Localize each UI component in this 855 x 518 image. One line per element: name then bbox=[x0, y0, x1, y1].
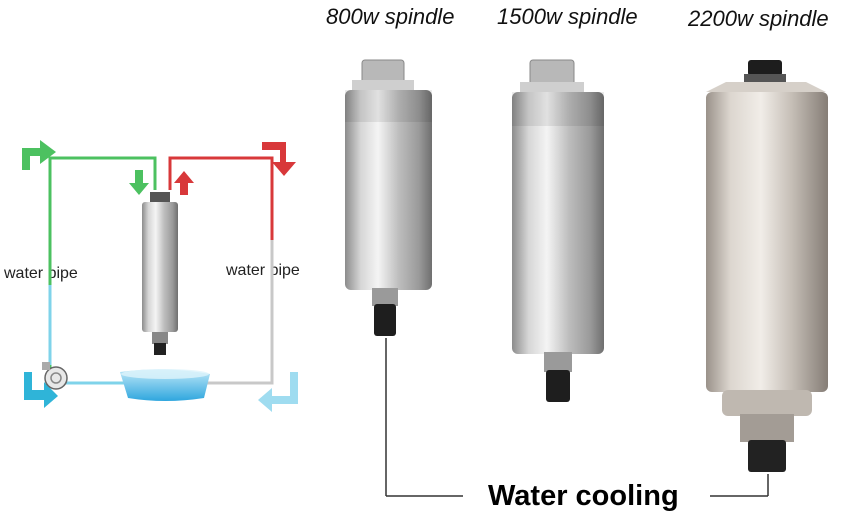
spindle-2200w-image bbox=[706, 60, 828, 472]
green-inlet-pipe bbox=[48, 156, 157, 380]
spindle-1500w-label: 1500w spindle bbox=[497, 4, 638, 29]
red-flow-arrow-icon bbox=[262, 142, 296, 176]
lightblue-flow-arrow-icon bbox=[258, 372, 298, 412]
grey-return-pipe bbox=[205, 240, 274, 385]
left-water-pipe-label: water pipe bbox=[4, 265, 78, 282]
water-cooling-bracket bbox=[385, 338, 769, 497]
spindle-1500w-image bbox=[512, 59, 604, 402]
spindle-800w-label: 800w spindle bbox=[326, 4, 455, 29]
right-water-pipe-label: water pipe bbox=[226, 262, 300, 279]
pump-icon bbox=[44, 366, 68, 390]
spindle-2200w-label: 2200w spindle bbox=[688, 6, 829, 31]
green-down-arrow-icon bbox=[129, 170, 149, 195]
cyan-flow-arrow-icon bbox=[24, 372, 58, 408]
green-flow-arrow-icon bbox=[22, 140, 56, 170]
cooling-diagram bbox=[22, 140, 298, 412]
red-up-arrow-icon bbox=[174, 171, 194, 195]
water-cooling-caption: Water cooling bbox=[488, 480, 679, 512]
diagram-spindle-image bbox=[142, 192, 178, 355]
spindle-800w-image bbox=[345, 59, 432, 336]
